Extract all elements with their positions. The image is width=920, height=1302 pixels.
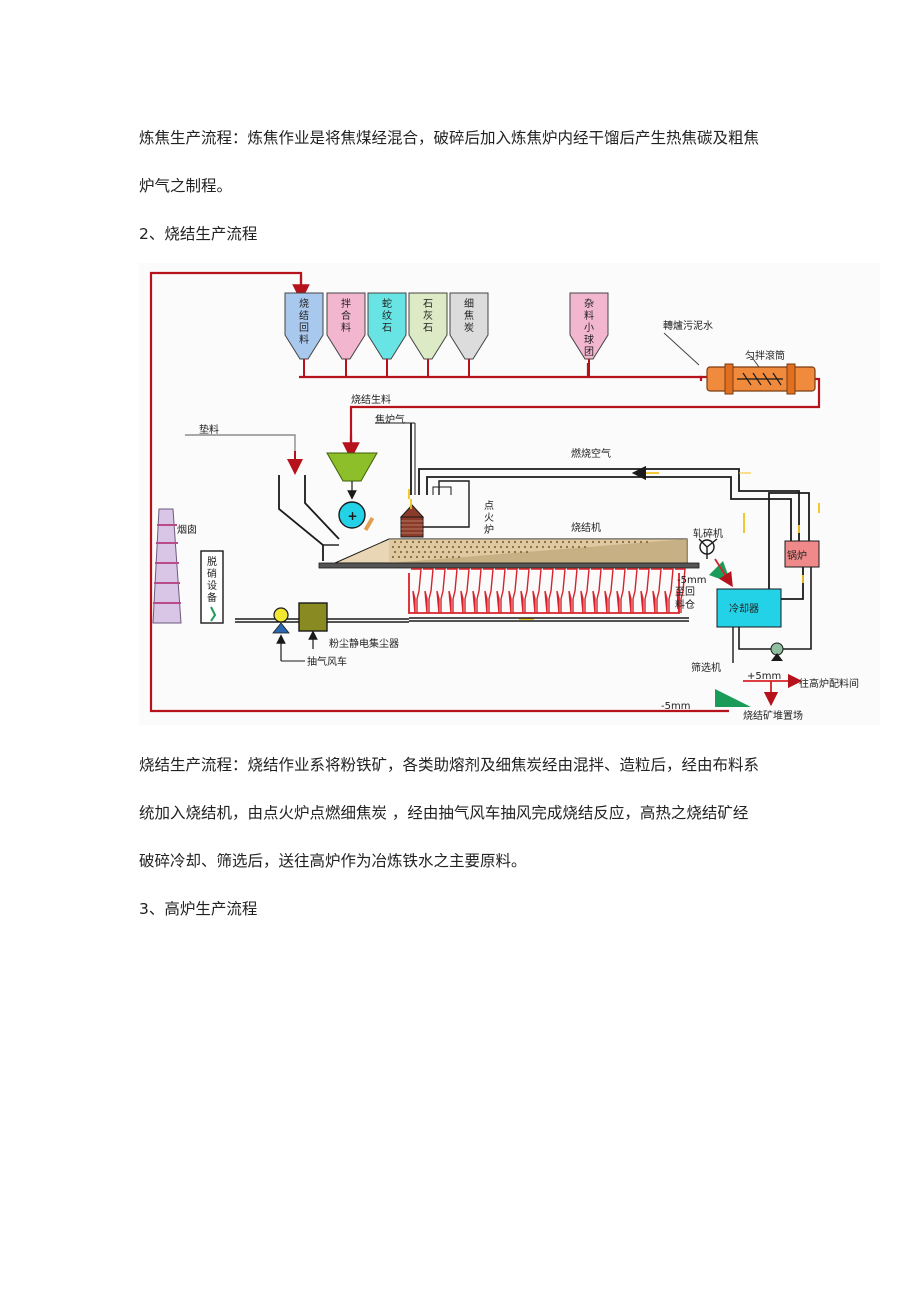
wind-box	[567, 568, 578, 614]
svg-text:焦: 焦	[464, 309, 474, 322]
wind-box	[627, 568, 638, 614]
sinter-section-heading: 2、烧结生产流程	[139, 225, 258, 243]
svg-text:脱: 脱	[207, 555, 217, 568]
silo-label-3: 蛇纹石	[382, 297, 392, 334]
wind-box	[663, 568, 674, 614]
wind-box	[507, 568, 518, 614]
to-blast-furnace-label: 往高炉配料间	[799, 677, 859, 690]
svg-text:小: 小	[584, 322, 594, 334]
minus5-bottom-label: -5mm	[661, 701, 690, 712]
svg-text:至回: 至回	[675, 586, 695, 598]
svg-text:团: 团	[584, 346, 594, 358]
svg-text:杂: 杂	[584, 298, 594, 310]
svg-text:设: 设	[207, 580, 217, 592]
svg-text:合: 合	[341, 309, 351, 322]
svg-text:备: 备	[207, 591, 217, 604]
svg-text:火: 火	[484, 512, 494, 524]
wind-box	[459, 568, 470, 614]
wind-box	[591, 568, 602, 614]
boiler-label: 锅炉	[787, 550, 807, 562]
plus5-label: +5mm	[747, 671, 781, 682]
svg-text:烧: 烧	[299, 297, 309, 310]
silo-label-5: 细焦炭	[464, 297, 474, 334]
screen-label: 筛选机	[691, 661, 721, 674]
wind-box	[639, 568, 650, 614]
wind-box	[483, 568, 494, 614]
stockyard-label: 烧结矿堆置场	[743, 709, 803, 722]
svg-text:回: 回	[299, 322, 309, 334]
sinter-paragraph-line-2: 统加入烧结机，由点火炉点燃细焦炭 ，经由抽气风车抽风完成烧结反应，高热之烧结矿经	[139, 804, 749, 822]
svg-text:纹: 纹	[382, 309, 392, 322]
wind-box	[423, 568, 434, 614]
sludge-label: 轉爐污泥水	[663, 319, 713, 332]
svg-text:料仓: 料仓	[675, 598, 695, 611]
mixer-drum	[706, 363, 816, 395]
svg-text:炭: 炭	[464, 322, 474, 334]
coking-paragraph-line-1: 炼焦生产流程：炼焦作业是将焦煤经混合，破碎后加入炼焦炉内经干馏后产生热焦碳及粗焦	[139, 129, 760, 147]
svg-text:硝: 硝	[207, 567, 217, 580]
wind-box	[447, 568, 458, 614]
svg-text:蛇: 蛇	[382, 297, 392, 310]
svg-text:料: 料	[299, 333, 309, 346]
bedding-label: 垫料	[199, 423, 219, 436]
sinter-paragraph-line-3: 破碎冷却、筛选后，送往高炉作为冶炼铁水之主要原料。	[139, 852, 527, 870]
svg-text:细: 细	[464, 297, 474, 310]
svg-text:+: +	[348, 509, 358, 523]
precipitator-label: 粉尘静电集尘器	[329, 637, 399, 650]
sinter-process-diagram: 烧结回料拌合料蛇纹石石灰石细焦炭杂料小球团 +	[139, 263, 880, 725]
wind-box	[555, 568, 566, 614]
sinter-paragraph-line-1: 烧结生产流程：烧结作业系将粉铁矿，各类助熔剂及细焦炭经由混拌、造粒后，经由布料系	[139, 756, 760, 774]
wind-box	[471, 568, 482, 614]
wind-box	[495, 568, 506, 614]
svg-text:拌: 拌	[341, 297, 351, 310]
svg-text:球: 球	[584, 333, 594, 346]
wind-box	[579, 568, 590, 614]
svg-text:料: 料	[341, 321, 351, 334]
ignition-furnace-label: 点火炉	[484, 500, 494, 536]
silo-3: 蛇纹石	[367, 292, 407, 377]
crusher-label: 轧碎机	[693, 527, 723, 540]
wind-box	[531, 568, 542, 614]
coking-paragraph-line-2: 炉气之制程。	[139, 177, 233, 195]
wind-box	[435, 568, 446, 614]
wind-box	[615, 568, 626, 614]
silo-label-2: 拌合料	[341, 297, 351, 334]
svg-text:石: 石	[423, 323, 433, 334]
exhaust-fan-label: 抽气风车	[307, 655, 347, 668]
wind-box	[651, 568, 662, 614]
blast-furnace-section-heading: 3、高炉生产流程	[139, 900, 258, 918]
fines-minus5-label: -5mm	[677, 575, 706, 586]
chimney-label: 烟囱	[177, 523, 197, 536]
svg-text:料: 料	[584, 309, 594, 322]
raw-feed-label: 烧结生料	[351, 393, 391, 406]
silo-2: 拌合料	[326, 292, 366, 377]
wind-box	[519, 568, 530, 614]
mixer-label: 匀拌滾筒	[745, 349, 785, 362]
svg-text:点: 点	[484, 500, 494, 512]
combustion-air-label: 燃烧空气	[571, 447, 611, 460]
silo-label-4: 石灰石	[423, 299, 433, 334]
svg-text:结: 结	[299, 309, 309, 322]
silo-5: 细焦炭	[449, 292, 489, 377]
svg-text:石: 石	[382, 323, 392, 334]
wind-box	[603, 568, 614, 614]
svg-text:石: 石	[423, 299, 433, 310]
svg-text:炉: 炉	[484, 524, 494, 536]
wind-box	[543, 568, 554, 614]
wind-box	[411, 568, 422, 614]
silo-4: 石灰石	[408, 292, 448, 377]
svg-text:灰: 灰	[423, 309, 433, 322]
coke-gas-label: 焦炉气	[375, 413, 405, 426]
sinter-machine-label: 烧结机	[571, 521, 601, 534]
cooler-label: 冷却器	[729, 602, 759, 615]
